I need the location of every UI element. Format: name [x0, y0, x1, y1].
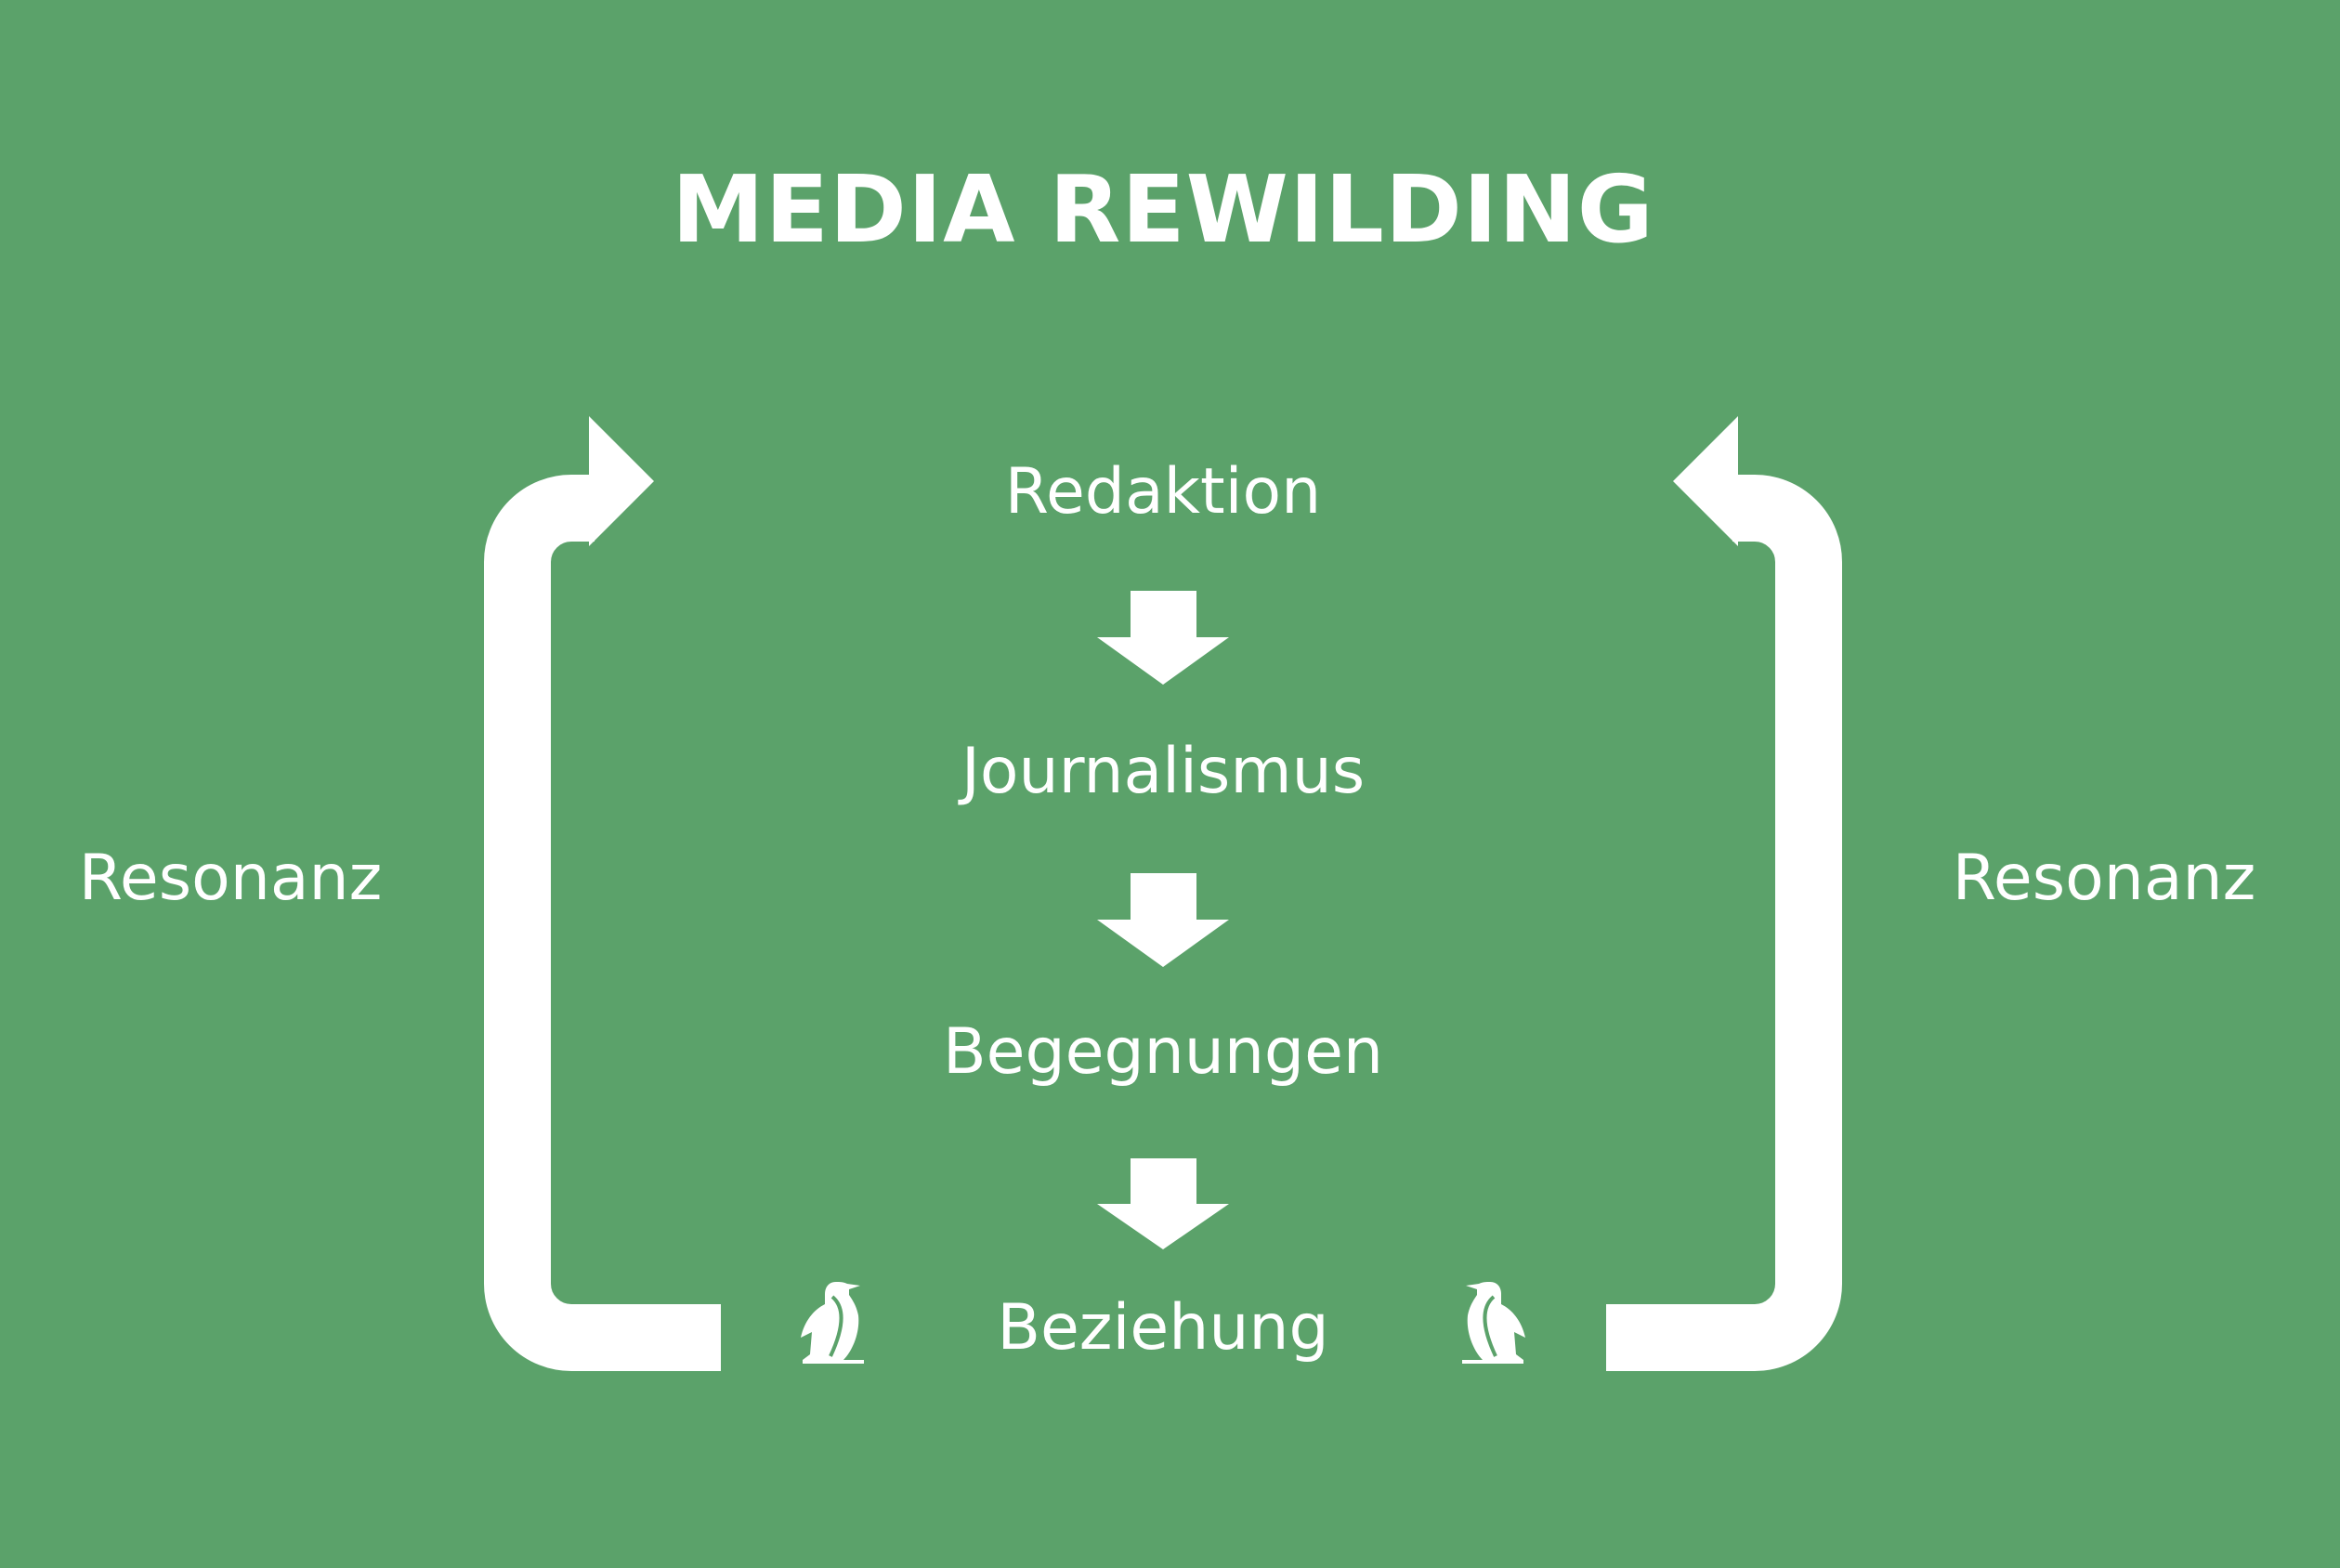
- side-label-left: Resonanz: [79, 842, 383, 915]
- step-redaktion: Redaktion: [1005, 455, 1322, 529]
- down-arrow-2: [1097, 873, 1229, 967]
- page-title: MEDIA REWILDING: [672, 155, 1654, 264]
- penguin-icon: [801, 1282, 864, 1364]
- step-beziehung: Beziehung: [997, 1291, 1328, 1365]
- down-arrow-1: [1097, 591, 1229, 685]
- down-arrow-3: [1097, 1158, 1229, 1249]
- step-begegnungen: Begegnungen: [943, 1015, 1383, 1089]
- penguin-icon: [1462, 1282, 1525, 1364]
- step-journalismus: Journalismus: [958, 735, 1365, 808]
- loop-arrow-left: [484, 416, 721, 1371]
- loop-arrow-right: [1606, 416, 1842, 1371]
- side-label-right: Resonanz: [1953, 842, 2256, 915]
